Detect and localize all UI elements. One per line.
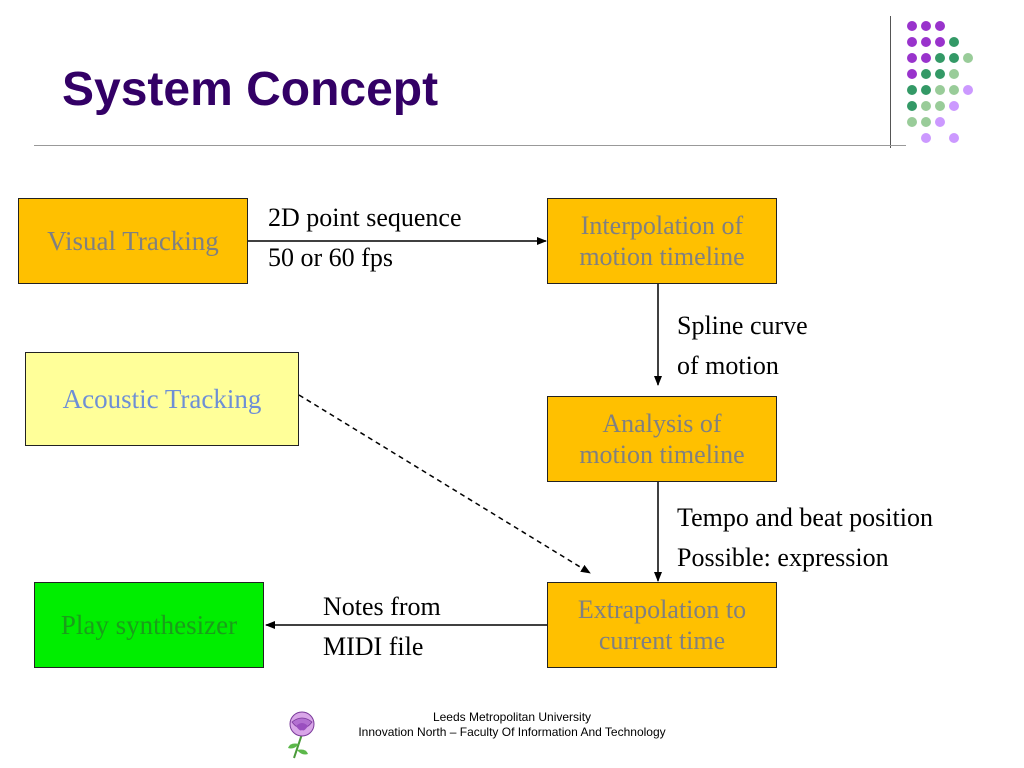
play-synthesizer-box: Play synthesizer	[34, 582, 264, 668]
interpolation-label-line-2: motion timeline	[579, 242, 745, 271]
dot-row-2	[907, 37, 959, 47]
extrapolation-label-line-1: Extrapolation to	[577, 594, 747, 624]
notes-line-2: MIDI file	[323, 632, 424, 661]
analysis-label-line-2: motion timeline	[579, 440, 745, 469]
spline-edge-label: Spline curve of motion	[677, 306, 808, 386]
footer-line-1: Leeds Metropolitan University	[432, 710, 592, 724]
analysis-label-line-1: Analysis of	[602, 408, 722, 438]
spline-line-2: of motion	[677, 351, 779, 380]
interpolation-label-line-1: Interpolation of	[580, 210, 744, 240]
footer: Leeds Metropolitan University Innovation…	[330, 710, 694, 740]
notes-line-1: Notes from	[323, 592, 441, 621]
dot-row-5	[907, 85, 973, 95]
point-sequence-edge-label: 2D point sequence 50 or 60 fps	[268, 198, 462, 278]
tempo-line-1: Tempo and beat position	[677, 503, 933, 532]
extrapolation-label-line-2: current time	[598, 626, 726, 655]
visual-tracking-box: Visual Tracking	[18, 198, 248, 284]
dot-row-7	[907, 117, 945, 127]
slide-title: System Concept	[62, 63, 439, 116]
tempo-line-2: Possible: expression	[677, 543, 889, 572]
analysis-box: Analysis of motion timeline	[547, 396, 777, 482]
play-synthesizer-label: Play synthesizer	[60, 609, 238, 640]
dot-row-8	[921, 133, 959, 143]
spline-line-1: Spline curve	[677, 311, 808, 340]
tempo-edge-label: Tempo and beat position Possible: expres…	[677, 498, 933, 578]
dot-row-3	[907, 53, 973, 63]
point-sequence-line-2: 50 or 60 fps	[268, 243, 393, 272]
acoustic-tracking-box: Acoustic Tracking	[25, 352, 299, 446]
interpolation-box: Interpolation of motion timeline	[547, 198, 777, 284]
acoustic-tracking-label: Acoustic Tracking	[62, 383, 262, 414]
visual-tracking-label: Visual Tracking	[47, 225, 219, 256]
point-sequence-line-1: 2D point sequence	[268, 203, 462, 232]
dot-row-1	[907, 21, 945, 31]
dot-row-6	[907, 101, 959, 111]
notes-edge-label: Notes from MIDI file	[323, 587, 441, 667]
decorative-dot-grid	[907, 21, 973, 143]
title-vertical-divider	[890, 16, 891, 148]
footer-line-2: Innovation North – Faculty Of Informatio…	[358, 725, 666, 739]
rose-logo-icon	[288, 711, 315, 759]
arrow-acoustic-to-extrapolation	[298, 394, 591, 574]
title-horizontal-divider	[34, 145, 906, 146]
dot-row-4	[907, 69, 959, 79]
extrapolation-box: Extrapolation to current time	[547, 582, 777, 668]
